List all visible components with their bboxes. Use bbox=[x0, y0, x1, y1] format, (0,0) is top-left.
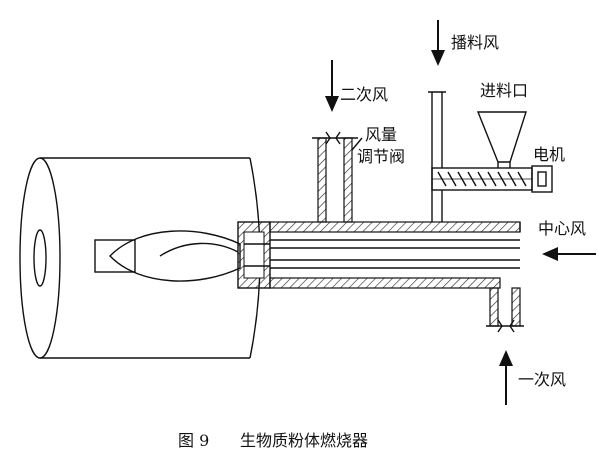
secondary-air-duct bbox=[312, 131, 358, 223]
secondary-air-label: 二次风 bbox=[340, 85, 388, 104]
burner-head bbox=[237, 221, 271, 289]
primary-air-label: 一次风 bbox=[518, 370, 566, 389]
primary-air-duct bbox=[486, 287, 524, 333]
valve-leader-line bbox=[351, 137, 363, 151]
outer-tube bbox=[269, 221, 521, 289]
central-air-arrow bbox=[542, 247, 596, 261]
combustion-chamber bbox=[19, 157, 261, 359]
spreading-air-label: 播料风 bbox=[451, 33, 499, 52]
figure-number: 图 9 bbox=[178, 431, 209, 450]
spreading-air-arrow bbox=[431, 20, 445, 66]
flame-shape bbox=[94, 230, 241, 282]
valve-label-line2: 调节阀 bbox=[357, 147, 405, 166]
feed-port-label: 进料口 bbox=[480, 81, 528, 100]
central-air-label: 中心风 bbox=[538, 219, 586, 238]
figure-title: 生物质粉体燃烧器 bbox=[240, 431, 368, 450]
valve-label-line1: 风量 bbox=[365, 125, 397, 144]
motor-block bbox=[531, 165, 553, 193]
secondary-air-arrow bbox=[325, 60, 339, 112]
spreading-air-duct bbox=[428, 91, 446, 222]
screw-feeder bbox=[431, 167, 533, 191]
motor-label: 电机 bbox=[533, 145, 565, 164]
feed-hopper bbox=[476, 111, 527, 168]
primary-air-arrow bbox=[499, 350, 513, 405]
